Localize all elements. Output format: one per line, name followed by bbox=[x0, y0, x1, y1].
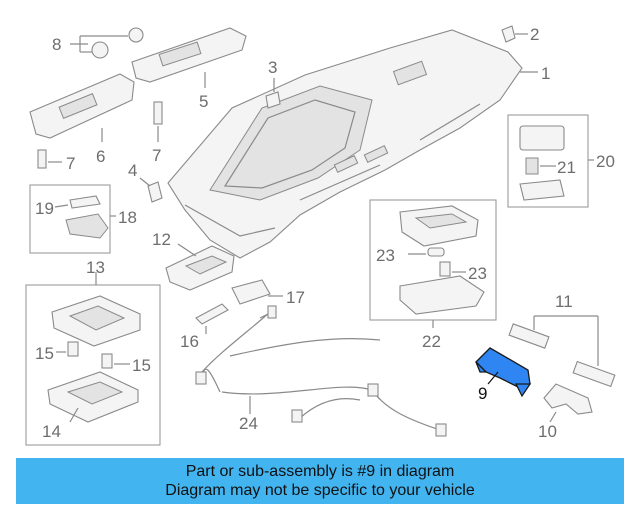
banner-line-1: Part or sub-assembly is #9 in diagram bbox=[185, 463, 455, 480]
callout-20: 20 bbox=[596, 152, 615, 171]
callout-18: 18 bbox=[118, 208, 137, 227]
callout-1: 1 bbox=[541, 64, 550, 83]
callout-13: 13 bbox=[86, 258, 105, 277]
callout-8: 8 bbox=[52, 35, 61, 54]
clip-part-8 bbox=[91, 27, 144, 59]
callout-2: 2 bbox=[530, 25, 539, 44]
callout-11: 11 bbox=[555, 292, 573, 311]
info-banner: Part or sub-assembly is #9 in diagram Di… bbox=[16, 458, 624, 504]
callout-5: 5 bbox=[199, 92, 208, 111]
callout-16: 16 bbox=[180, 332, 199, 351]
screw-part-7a bbox=[37, 149, 47, 169]
clip-part-4 bbox=[147, 181, 163, 203]
banner-line-2: Diagram may not be specific to your vehi… bbox=[165, 482, 475, 499]
callout-7a: 7 bbox=[66, 154, 75, 173]
clip-part-3 bbox=[265, 91, 281, 109]
wiring-harness-part-24 bbox=[195, 305, 447, 437]
callout-10: 10 bbox=[538, 422, 557, 441]
callout-4: 4 bbox=[128, 161, 137, 180]
grab-handle-bracket-11a bbox=[508, 323, 550, 349]
callout-3: 3 bbox=[268, 58, 277, 77]
callout-14: 14 bbox=[42, 422, 61, 441]
callout-24: 24 bbox=[239, 414, 258, 433]
callout-21: 21 bbox=[557, 158, 576, 177]
headliner-part bbox=[167, 29, 523, 259]
callout-22: 22 bbox=[422, 332, 441, 351]
console-part-12 bbox=[165, 245, 235, 291]
callout-7b: 7 bbox=[152, 146, 161, 165]
box-part-13 bbox=[25, 284, 161, 446]
grab-handle-part-9-highlighted bbox=[475, 347, 532, 398]
box-part-20 bbox=[507, 114, 589, 208]
screw-part-7b bbox=[153, 101, 163, 125]
clip-part-2 bbox=[501, 25, 516, 43]
callout-17: 17 bbox=[286, 288, 305, 307]
callout-19: 19 bbox=[35, 199, 54, 218]
sun-visor-part-6 bbox=[29, 73, 135, 139]
callout-12: 12 bbox=[152, 230, 171, 249]
box-part-18 bbox=[29, 184, 111, 254]
callout-15b: 15 bbox=[132, 356, 151, 375]
callout-15a: 15 bbox=[35, 344, 54, 363]
grab-handle-part-10 bbox=[543, 383, 593, 415]
callout-9: 9 bbox=[478, 384, 487, 403]
sun-visor-part-5 bbox=[131, 27, 247, 83]
callout-6: 6 bbox=[96, 147, 105, 166]
grab-handle-bracket-11b bbox=[572, 360, 616, 388]
callout-23b: 23 bbox=[468, 264, 487, 283]
lens-part-16 bbox=[195, 303, 229, 325]
callout-23a: 23 bbox=[376, 246, 395, 265]
lamp-part-17 bbox=[231, 279, 271, 305]
